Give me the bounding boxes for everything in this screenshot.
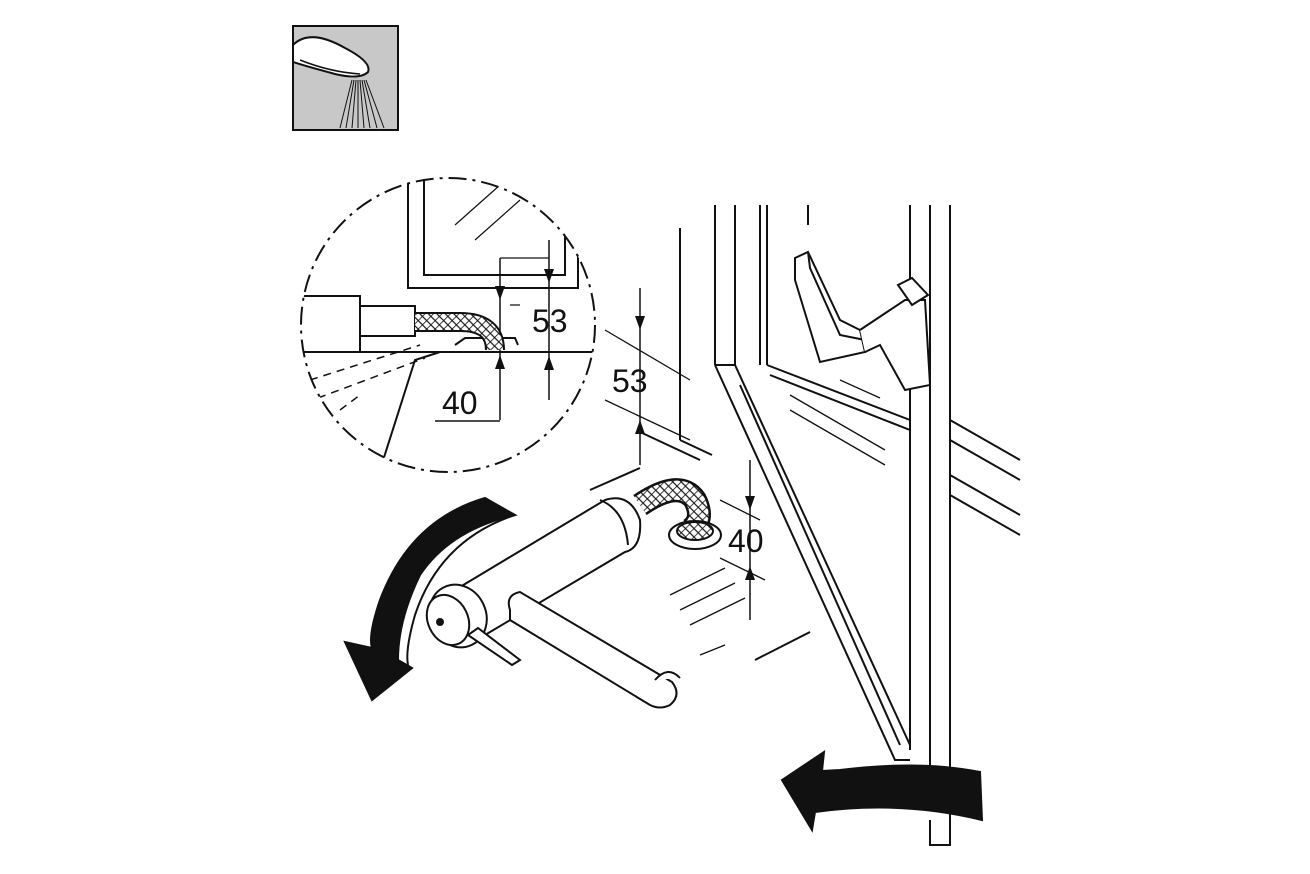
curved-arrow-rotate-icon-bottom — [780, 749, 984, 846]
main-dimension-40: 40 — [728, 523, 764, 559]
detail-inset: 53 40 — [300, 177, 596, 473]
spray-icon — [292, 25, 399, 131]
inset-dimension-40: 40 — [442, 385, 478, 421]
main-illustration — [589, 205, 1021, 840]
inset-dimension-53: 53 — [532, 303, 568, 339]
main-dimension-53: 53 — [612, 363, 648, 399]
faucet — [425, 478, 722, 709]
dimension-arrows — [635, 316, 755, 580]
curved-arrow-rotate-icon — [343, 496, 518, 702]
